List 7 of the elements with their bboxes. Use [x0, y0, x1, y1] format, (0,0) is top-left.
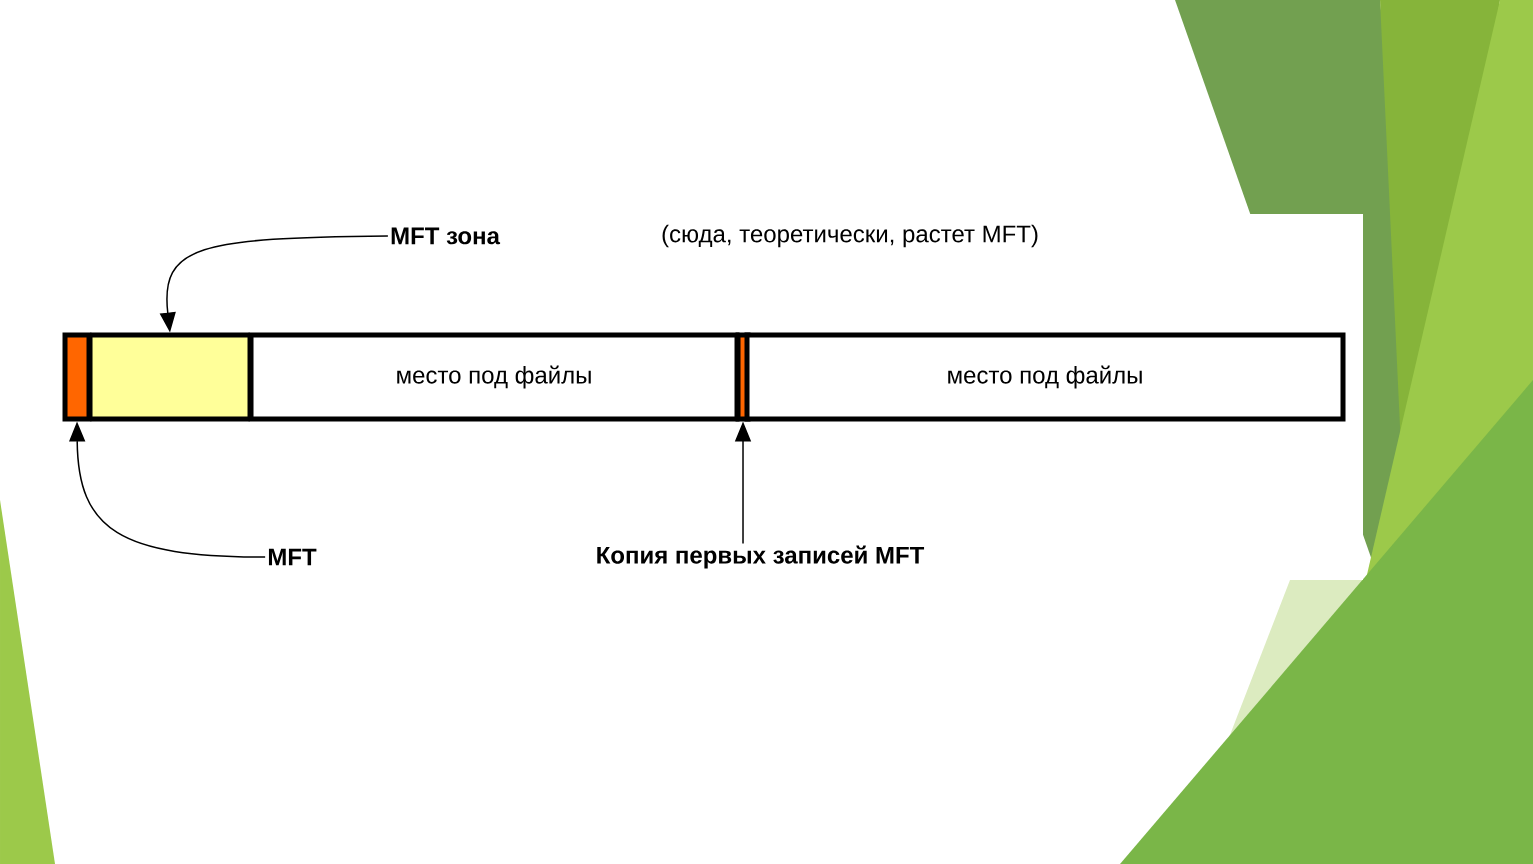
- file-space-segment: место под файлы: [744, 332, 1346, 422]
- callout-text: MFT: [268, 548, 317, 566]
- callout-text: Копия первых записей MFT: [597, 545, 925, 569]
- mft-segment: [62, 332, 92, 422]
- callout-text: MFT зона: [391, 227, 501, 245]
- note-text: (сюда, теоретически, растет MFT): [662, 224, 1038, 248]
- file-space-segment: место под файлы: [248, 332, 740, 422]
